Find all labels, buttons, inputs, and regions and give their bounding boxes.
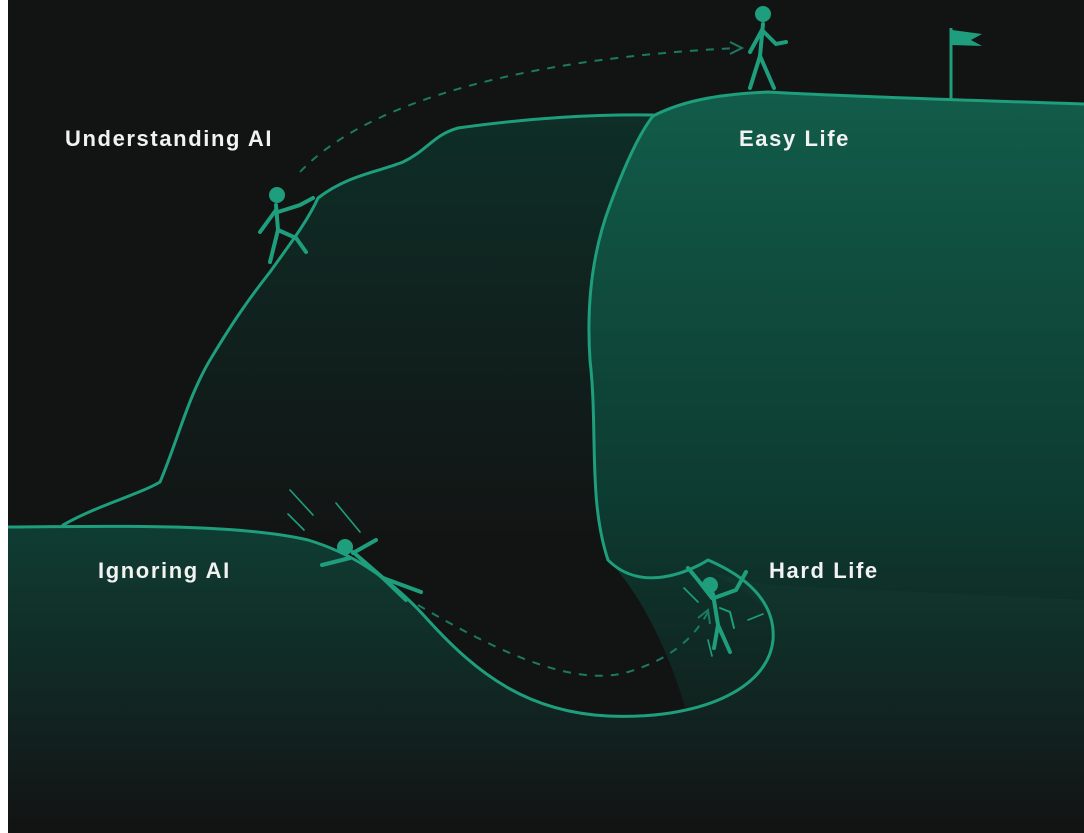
- label-ignoring-ai: Ignoring AI: [98, 560, 231, 582]
- arrowhead-easy-life: [730, 42, 742, 54]
- diagram-scene: Understanding AI Easy Life Ignoring AI H…: [8, 0, 1084, 833]
- label-understanding-ai: Understanding AI: [65, 128, 273, 150]
- back-hill: [63, 115, 653, 560]
- flag-icon: [951, 28, 982, 100]
- label-easy-life: Easy Life: [739, 128, 850, 150]
- walking-figure-icon: [750, 6, 786, 88]
- label-hard-life: Hard Life: [769, 560, 879, 582]
- diagram-illustration: [8, 0, 1084, 833]
